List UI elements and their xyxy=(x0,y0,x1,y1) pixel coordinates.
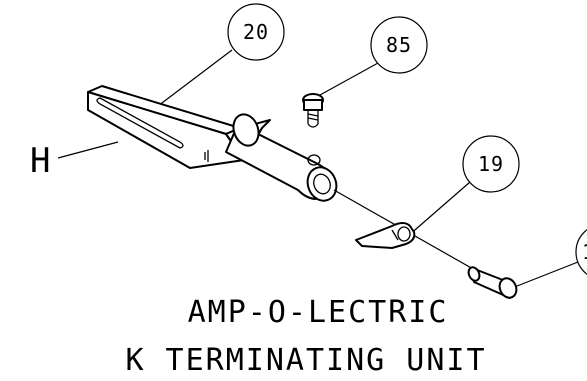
callout-20-leader xyxy=(149,49,233,113)
title-line-2: K TERMINATING UNIT xyxy=(125,343,486,378)
callout-1-text: 1 xyxy=(582,240,587,264)
callout-85-leader xyxy=(319,62,379,96)
part-85-screw xyxy=(302,93,324,128)
part-19-latch xyxy=(355,222,416,249)
view-label: H xyxy=(30,141,50,181)
callout-19: 19 xyxy=(407,135,520,237)
part-1-pin xyxy=(467,266,518,299)
callout-85-text: 85 xyxy=(386,33,412,57)
callout-19-leader xyxy=(407,181,471,237)
title-line-1: AMP-O-LECTRIC xyxy=(188,295,449,330)
view-leader-line xyxy=(57,141,119,159)
callout-19-text: 19 xyxy=(478,152,504,176)
callout-85: 85 xyxy=(319,16,428,96)
callout-20: 20 xyxy=(149,3,285,113)
callout-20-text: 20 xyxy=(243,20,269,44)
callout-1: 1 xyxy=(511,229,587,289)
part-20-arm xyxy=(87,85,338,202)
callout-1-leader xyxy=(511,261,579,289)
